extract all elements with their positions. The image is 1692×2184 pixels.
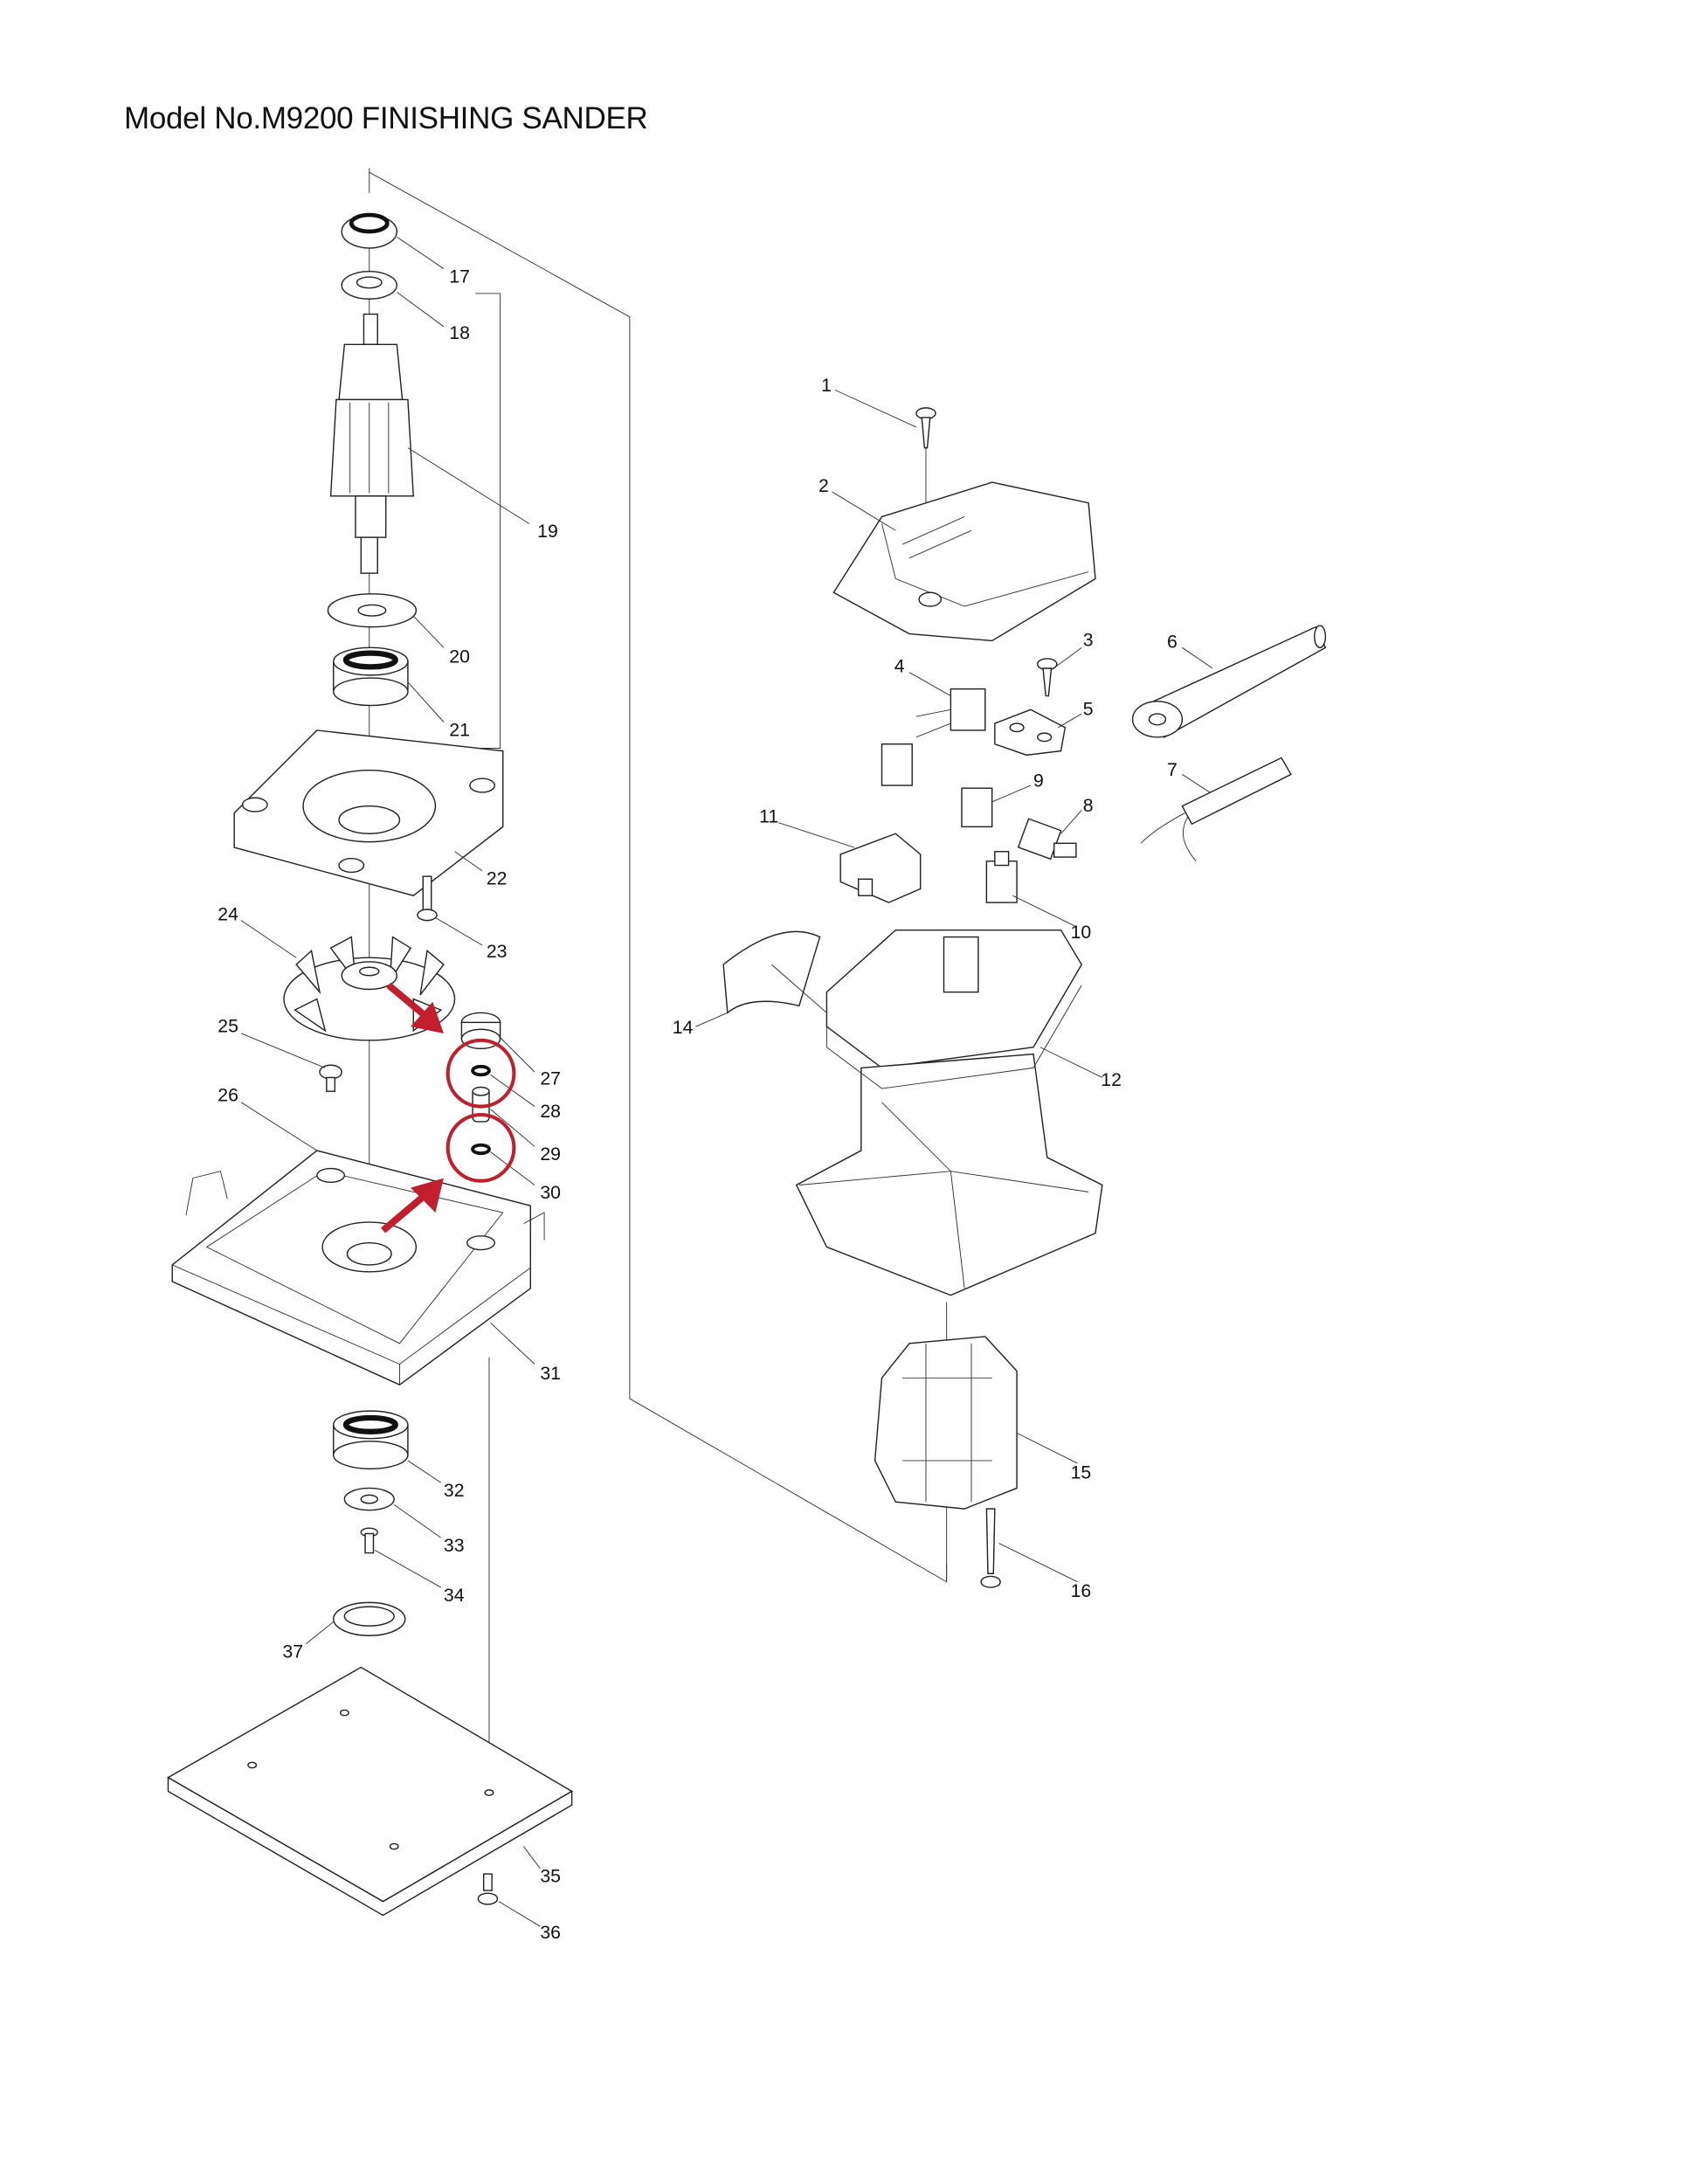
part-label-31: 31 [540, 1363, 561, 1384]
bearing-17 [341, 212, 398, 249]
part-label-30: 30 [540, 1182, 561, 1203]
screw-16 [980, 1508, 1001, 1588]
part-label-3: 3 [1083, 630, 1094, 651]
cover-2 [832, 481, 1096, 642]
capacitor-4 [881, 688, 986, 786]
part-label-12: 12 [1101, 1069, 1122, 1090]
screw-34 [360, 1527, 378, 1554]
part-label-19: 19 [537, 521, 558, 542]
part-label-36: 36 [540, 1922, 561, 1943]
part-label-16: 16 [1071, 1580, 1092, 1601]
part-label-15: 15 [1071, 1462, 1092, 1482]
part-label-6: 6 [1167, 631, 1177, 652]
bearing-32 [333, 1410, 409, 1470]
screw-25 [319, 1064, 342, 1092]
part-label-29: 29 [540, 1144, 561, 1165]
screw-1 [915, 407, 936, 449]
part-label-33: 33 [444, 1535, 465, 1556]
screw-3 [1037, 658, 1058, 697]
arrow-to-28-icon [386, 982, 444, 1033]
part-label-14: 14 [673, 1017, 694, 1038]
page-title: Model No.M9200 FINISHING SANDER [124, 101, 648, 135]
leader-lines [240, 236, 1213, 1927]
part-label-10: 10 [1071, 922, 1092, 943]
cord-7 [1140, 757, 1292, 862]
part-label-2: 2 [818, 475, 829, 496]
part-label-17: 17 [449, 266, 470, 287]
screw-36 [477, 1873, 499, 1905]
bearing-box-22 [233, 729, 504, 897]
washer-20 [327, 593, 418, 628]
part-label-35: 35 [540, 1866, 561, 1887]
clamp-5 [994, 708, 1067, 757]
part-label-37: 37 [282, 1641, 303, 1662]
part-label-21: 21 [449, 719, 470, 740]
arrow-to-30-icon [380, 1178, 444, 1234]
washer-33 [343, 1487, 395, 1511]
highlight-circle-28 [445, 1038, 516, 1109]
armature-19 [329, 313, 414, 574]
part-label-24: 24 [218, 904, 238, 925]
part-label-34: 34 [444, 1585, 465, 1606]
pad-35 [167, 1666, 574, 1917]
baffle-ring-18 [341, 271, 398, 300]
brush-holder-9 [961, 787, 993, 828]
part-label-7: 7 [1167, 759, 1177, 780]
cord-guard-6 [1131, 625, 1327, 738]
o-ring-28 [471, 1064, 491, 1077]
part-label-22: 22 [487, 868, 508, 889]
part-label-27: 27 [540, 1068, 561, 1089]
part-label-25: 25 [218, 1015, 238, 1036]
switch-11 [839, 833, 922, 903]
part-label-9: 9 [1033, 771, 1044, 791]
highlight-circle-30 [445, 1112, 516, 1183]
o-ring-30 [471, 1143, 491, 1156]
part-label-5: 5 [1083, 699, 1094, 720]
part-label-4: 4 [894, 656, 905, 677]
carbon-brush-8 [1017, 818, 1077, 860]
housing-12 [795, 929, 1103, 1296]
part-label-32: 32 [444, 1480, 465, 1501]
seal-37 [333, 1601, 406, 1636]
terminal-10 [985, 851, 1018, 903]
screw-23 [417, 875, 438, 922]
part-label-18: 18 [449, 322, 470, 343]
part-label-28: 28 [540, 1101, 561, 1122]
part-label-8: 8 [1083, 795, 1094, 816]
part-label-20: 20 [449, 646, 470, 667]
part-label-1: 1 [821, 375, 832, 396]
pad-base-31 [171, 1150, 545, 1386]
label-14 [722, 930, 821, 1014]
highlight-markers [380, 982, 516, 1234]
bearing-21 [333, 646, 409, 707]
part-label-23: 23 [487, 941, 508, 962]
part-label-11: 11 [759, 806, 778, 827]
part-labels: 17 18 19 20 21 22 23 24 25 26 27 28 29 3… [218, 266, 1177, 1943]
fan-24 [283, 936, 456, 1041]
field-15 [874, 1336, 1018, 1510]
part-label-26: 26 [218, 1084, 238, 1105]
